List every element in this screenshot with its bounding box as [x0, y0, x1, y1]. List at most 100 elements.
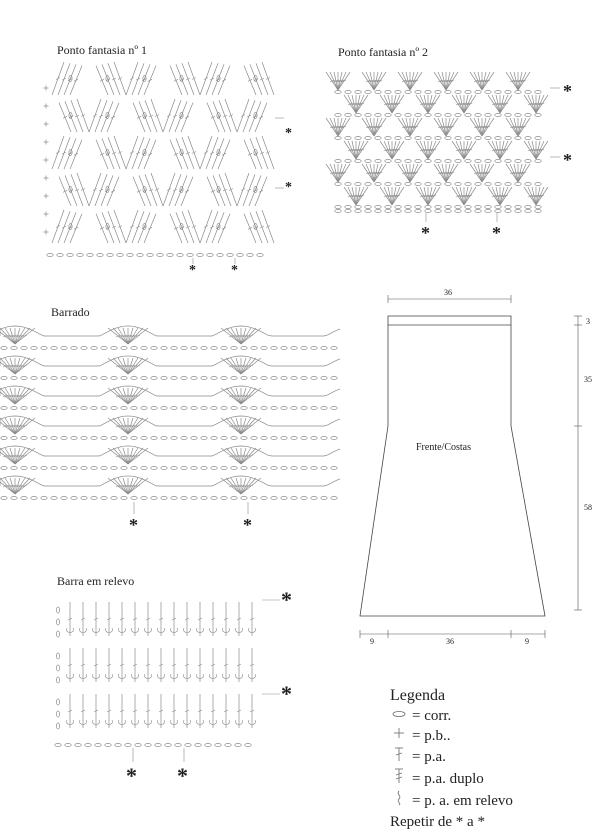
chain-stitch: [10, 496, 18, 500]
stitch-crossbar: [133, 484, 138, 488]
chain-stitch: [30, 436, 38, 440]
stitch-crossbar: [119, 617, 125, 621]
chain-stitch: [444, 136, 452, 140]
chain-stitch: [474, 136, 482, 140]
chain-stitch: [110, 376, 118, 380]
chain-stitch: [310, 346, 318, 350]
relief-stitch: [209, 627, 217, 633]
chain-stitch: [204, 743, 212, 747]
stitch-crossbar: [106, 617, 112, 621]
stitch-crossbar: [133, 364, 138, 368]
stitch-crossbar: [210, 663, 216, 667]
stitch-crossbar: [427, 148, 433, 152]
stitch-crossbar: [531, 148, 537, 152]
legend-item: = p. a. em relevo: [390, 790, 513, 812]
chain-stitch: [120, 466, 128, 470]
chain-stitch: [116, 253, 124, 257]
stitch-crossbar: [249, 709, 255, 713]
chain-stitch: [150, 346, 158, 350]
stitch-crossbar: [129, 151, 135, 154]
stitch-crossbar: [259, 77, 265, 81]
stitch-crossbar: [128, 424, 133, 428]
chain-stitch: [320, 466, 328, 470]
chain-stitch: [50, 466, 58, 470]
stitch-crossbar: [130, 424, 136, 428]
stitch-crossbar: [238, 394, 244, 398]
relief-stitch: [248, 719, 256, 725]
relief-stitch: [118, 719, 126, 725]
stitch-crossbar: [185, 225, 191, 229]
repeat-marker: *: [285, 180, 292, 195]
relief-stitch: [118, 673, 126, 679]
chain-stitch: [240, 376, 248, 380]
stitch-crossbar: [249, 663, 255, 667]
stitch-crossbar: [389, 102, 395, 106]
chain-stitch: [454, 159, 462, 163]
stitch-crossbar: [222, 114, 228, 118]
stitch-crossbar: [74, 188, 80, 192]
stitch-crossbar: [371, 79, 377, 83]
chain-stitch: [494, 90, 502, 94]
stitch-crossbar: [243, 424, 249, 428]
stitch-crossbar: [407, 171, 413, 175]
chain-stitch: [290, 376, 298, 380]
stitch-crossbar: [265, 77, 271, 80]
chain-stitch: [180, 376, 188, 380]
chain-stitch: [260, 436, 268, 440]
chain-stitch: [253, 186, 258, 193]
chain-stitch: [66, 253, 74, 257]
chain-stitch: [534, 90, 542, 94]
chain-stitch: [0, 436, 8, 440]
stitch-crossbar: [158, 663, 164, 667]
stitch-crossbar: [375, 79, 381, 83]
stitch-crossbar: [20, 454, 25, 458]
chain-stitch: [494, 209, 502, 213]
chain-stitch: [140, 346, 148, 350]
stitch-crossbar: [236, 454, 241, 458]
stitch-crossbar: [80, 617, 86, 621]
stitch-crossbar: [115, 364, 121, 368]
stitch-crossbar: [359, 148, 365, 152]
stitch-crossbar: [341, 79, 347, 83]
stitch-crossbar: [20, 394, 25, 398]
chain-stitch: [50, 346, 58, 350]
stitch-crossbar: [241, 454, 246, 458]
stitch-crossbar: [341, 171, 347, 175]
chain-stitch: [330, 496, 338, 500]
repeat-marker: *: [563, 81, 572, 101]
stitch-crossbar: [457, 194, 463, 198]
chain-stitch: [160, 346, 168, 350]
chain-stitch: [56, 698, 60, 706]
dimension-height-top: 3: [586, 317, 590, 326]
chain-stitch: [210, 406, 218, 410]
chain-stitch: [60, 436, 68, 440]
stitch-crossbar: [17, 394, 23, 398]
stitch-crossbar: [123, 364, 128, 368]
stitch-crossbar: [17, 454, 23, 458]
stitch-crossbar: [425, 194, 431, 198]
stitch-crossbar: [503, 102, 509, 106]
stitch-crossbar: [92, 188, 98, 191]
chain-stitch: [160, 436, 168, 440]
stitch-crossbar: [191, 151, 197, 154]
stitch-crossbar: [248, 334, 254, 338]
stitch-crossbar: [333, 171, 339, 175]
chain-stitch: [454, 182, 462, 186]
chain-stitch: [404, 136, 412, 140]
stitch-crossbar: [233, 394, 239, 398]
stitch-crossbar: [132, 663, 138, 667]
chain-stitch: [146, 253, 154, 257]
relief-stitch: [79, 673, 87, 679]
stitch-crossbar: [457, 102, 463, 106]
chain-stitch: [90, 406, 98, 410]
stitch-crossbar: [191, 77, 197, 80]
stitch-crossbar: [485, 125, 491, 129]
chain-stitch: [474, 90, 482, 94]
chain-stitch: [404, 159, 412, 163]
stitch-crossbar: [228, 334, 234, 338]
stitch-crossbar: [331, 125, 337, 129]
chain-stitch: [68, 112, 73, 119]
chain-stitch: [179, 149, 184, 156]
stitch-crossbar: [2, 364, 8, 368]
chain-stitch: [434, 90, 442, 94]
